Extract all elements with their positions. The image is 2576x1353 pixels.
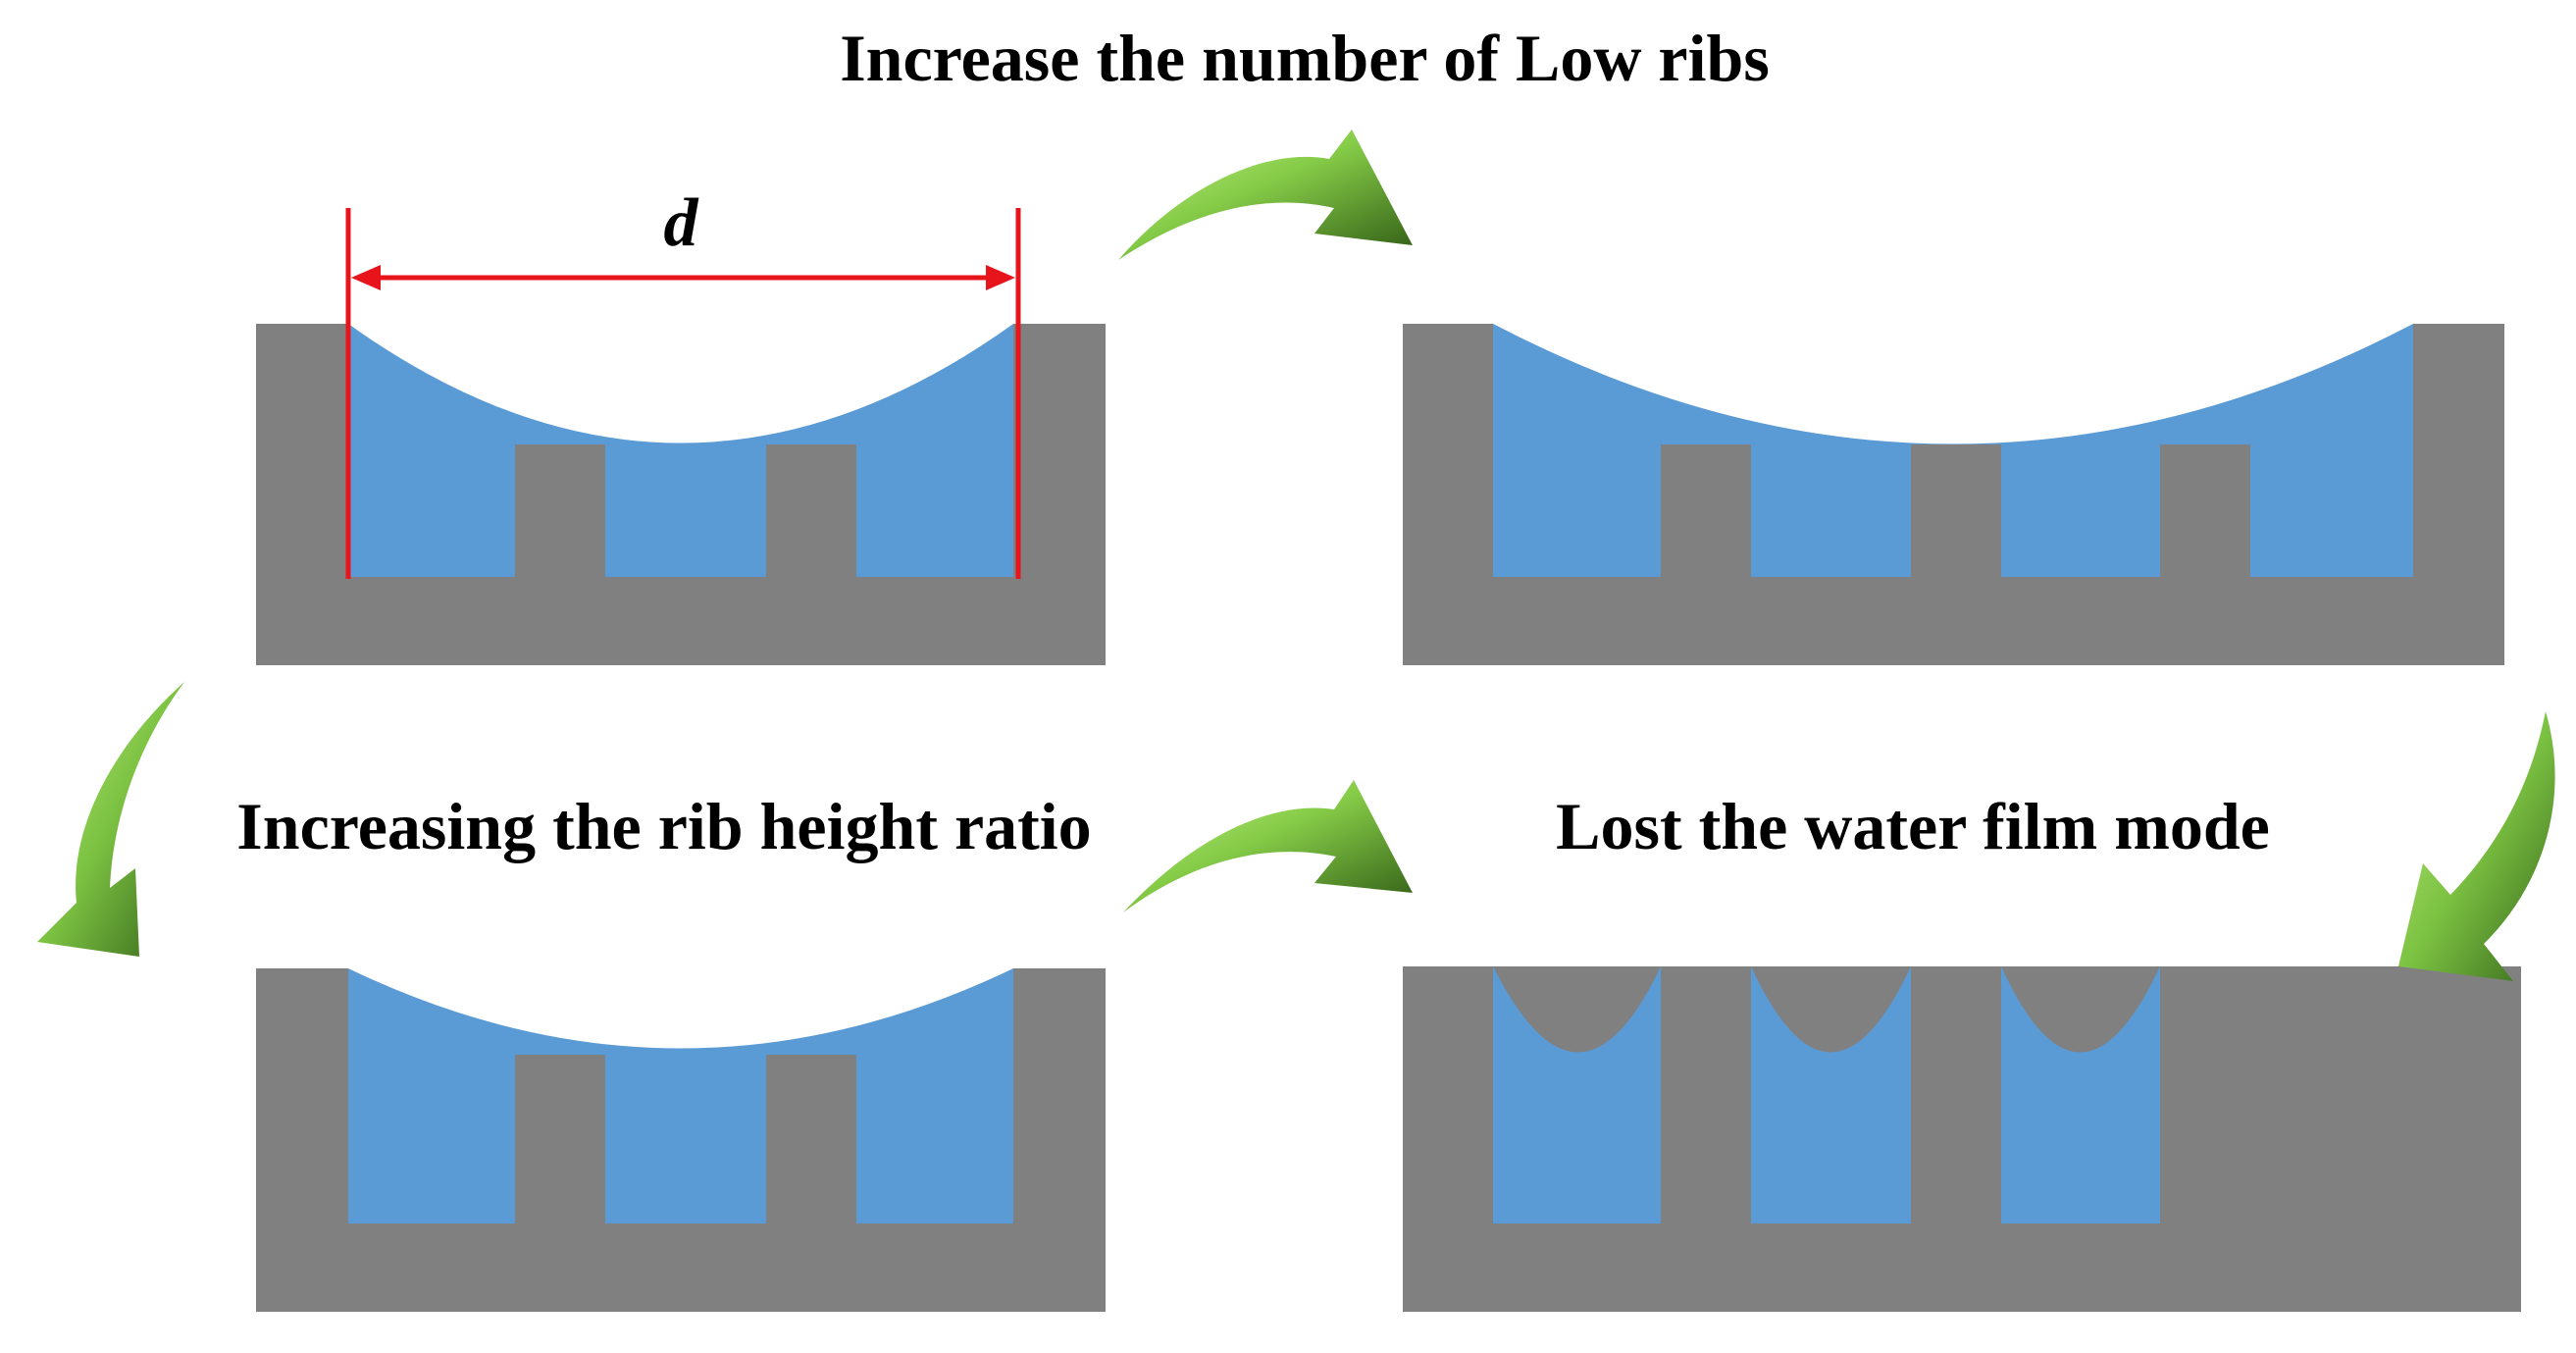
- dimension-label: d: [664, 185, 699, 261]
- low-rib: [515, 444, 605, 577]
- dimension-arrowhead-right: [986, 265, 1015, 290]
- substrate: [256, 324, 1106, 665]
- curved-arrow-icon: [37, 682, 184, 957]
- caption-increase-low-ribs: Increase the number of Low ribs: [840, 21, 1770, 95]
- dimension-d: d: [345, 185, 1021, 579]
- substrate: [1403, 966, 2521, 1312]
- curved-arrow-icon: [2398, 711, 2555, 981]
- caption-lost-water-film: Lost the water film mode: [1556, 789, 2270, 863]
- curved-arrow-icon: [1123, 780, 1413, 912]
- low-rib: [1661, 444, 1751, 577]
- water-pocket: [1751, 966, 1911, 1223]
- panel-baseline: [256, 324, 1106, 665]
- panel-film-lost: [1403, 966, 2521, 1312]
- curved-arrow-icon: [1118, 130, 1413, 260]
- low-rib: [766, 444, 856, 577]
- high-rib: [515, 1055, 605, 1223]
- substrate: [256, 968, 1106, 1312]
- panel-taller-ribs: [256, 968, 1106, 1312]
- substrate: [1403, 324, 2504, 665]
- panel-more-low-ribs: [1403, 324, 2504, 665]
- water-pocket: [2001, 966, 2160, 1223]
- water-film: [348, 968, 1013, 1223]
- caption-increasing-rib-height: Increasing the rib height ratio: [236, 789, 1091, 863]
- water-pocket: [1493, 966, 1661, 1223]
- low-rib: [1911, 444, 2001, 577]
- dimension-arrowhead-left: [351, 265, 381, 290]
- low-rib: [2160, 444, 2250, 577]
- water-film: [348, 324, 1013, 577]
- high-rib: [766, 1055, 856, 1223]
